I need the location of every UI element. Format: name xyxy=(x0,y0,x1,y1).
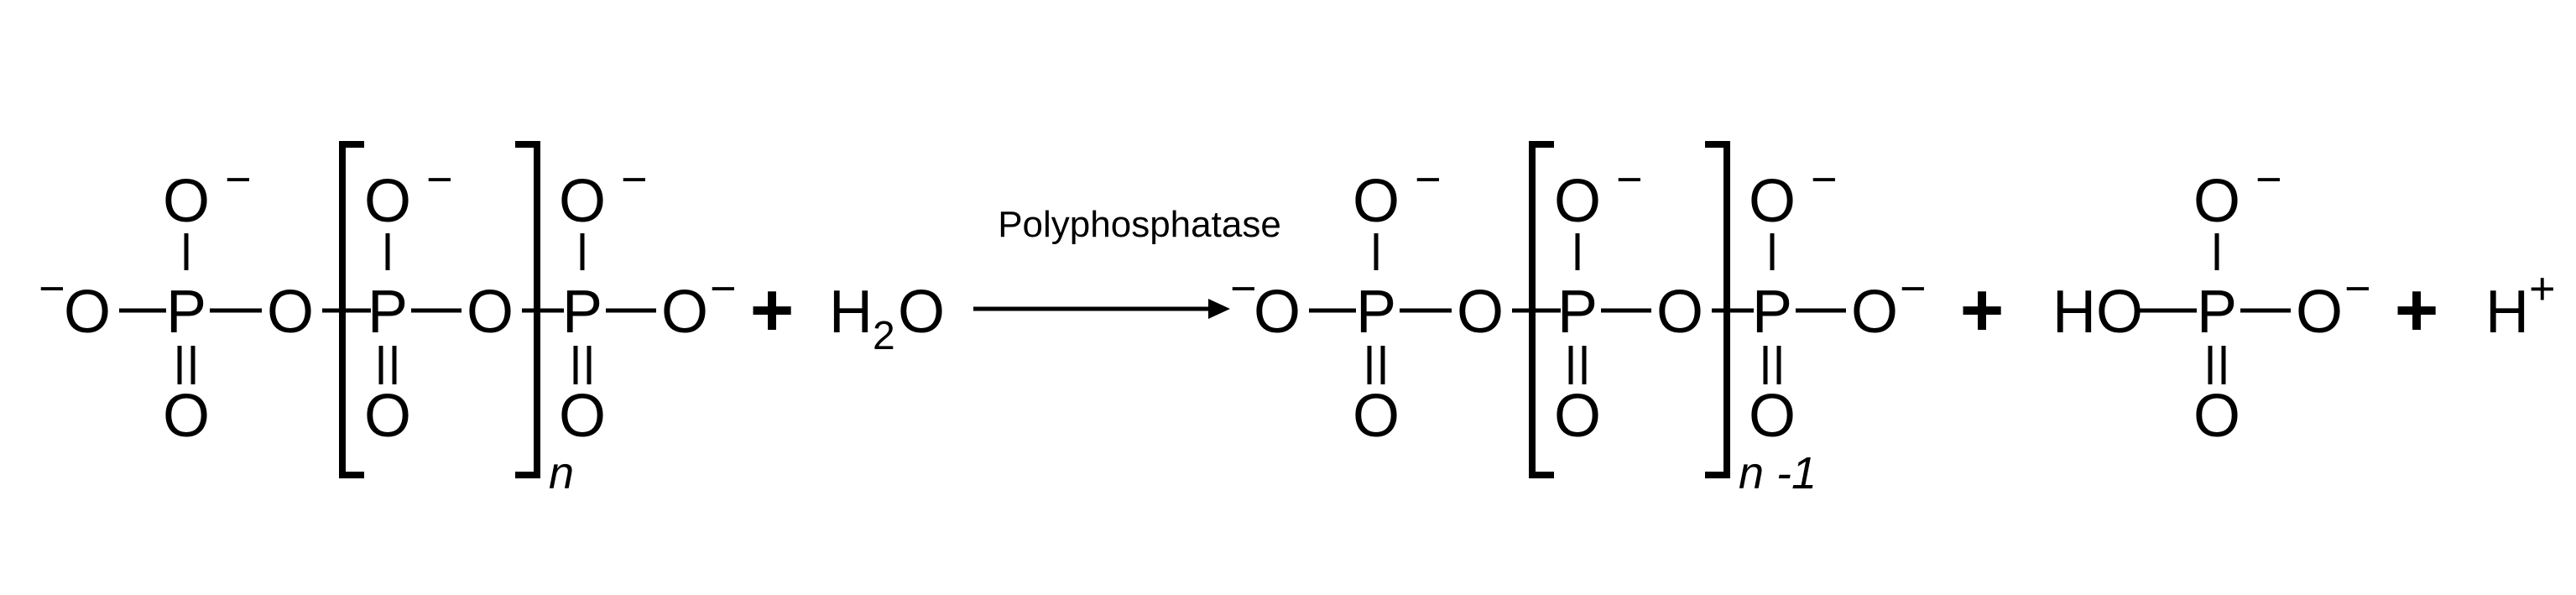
atom-o: O xyxy=(267,279,314,346)
atom-h: H xyxy=(2485,279,2529,346)
plus-sign: + xyxy=(2395,269,2439,352)
atom-o: O xyxy=(1851,279,1898,346)
charge-minus: − xyxy=(426,154,453,205)
atom-o: O xyxy=(661,279,708,346)
repeat-index: n xyxy=(549,448,574,498)
plus-sign: + xyxy=(750,269,795,352)
atom-h: H xyxy=(829,279,873,346)
atom-p: P xyxy=(2197,279,2237,346)
atom-o: O xyxy=(1749,383,1796,450)
atom-o: O xyxy=(898,279,945,346)
atom-o: O xyxy=(2193,383,2240,450)
atom-o: O xyxy=(2193,168,2240,235)
bracket-left xyxy=(1529,141,1554,478)
reactant-polyphosphate: − O P O − O O P O − O O n P O − xyxy=(39,141,737,498)
atom-o: O xyxy=(2296,279,2343,346)
atom-p: P xyxy=(562,279,602,346)
reaction-arrow: Polyphosphatase xyxy=(973,204,1281,319)
charge-minus: − xyxy=(1811,154,1838,205)
enzyme-label: Polyphosphatase xyxy=(998,204,1281,245)
atom-o: O xyxy=(559,168,606,235)
atom-o: O xyxy=(163,383,210,450)
charge-minus: − xyxy=(710,264,737,314)
bracket-left xyxy=(339,141,364,478)
charge-minus: − xyxy=(1230,264,1257,314)
atom-p: P xyxy=(368,279,408,346)
product-polyphosphate: − O P O − O O P O − O O n -1 P O − O xyxy=(1230,141,1927,498)
proton: H + xyxy=(2485,264,2556,346)
atom-o: O xyxy=(364,383,411,450)
plus-sign: + xyxy=(1960,269,2005,352)
charge-minus: − xyxy=(2255,154,2282,205)
atom-o: O xyxy=(1353,168,1400,235)
charge-minus: − xyxy=(225,154,252,205)
bracket-right xyxy=(515,141,540,478)
atom-o: O xyxy=(1749,168,1796,235)
atom-o: O xyxy=(1254,279,1301,346)
charge-minus: − xyxy=(1415,154,1442,205)
subscript-2: 2 xyxy=(873,314,895,358)
atom-o: O xyxy=(64,279,111,346)
repeat-index: n -1 xyxy=(1739,448,1817,498)
atom-o: O xyxy=(559,383,606,450)
atom-o: O xyxy=(1554,383,1601,450)
water-molecule: H 2 O xyxy=(829,279,945,358)
charge-minus: − xyxy=(39,264,65,314)
atom-ho: HO xyxy=(2052,279,2143,346)
atom-o: O xyxy=(364,168,411,235)
arrow-head xyxy=(1208,299,1230,319)
charge-plus: + xyxy=(2529,264,2556,314)
atom-p: P xyxy=(1557,279,1598,346)
product-phosphate: HO P O − O O − xyxy=(2052,154,2371,450)
atom-o: O xyxy=(1554,168,1601,235)
bracket-right xyxy=(1705,141,1730,478)
atom-o: O xyxy=(1457,279,1504,346)
atom-o: O xyxy=(1353,383,1400,450)
atom-o: O xyxy=(163,168,210,235)
charge-minus: − xyxy=(1616,154,1643,205)
atom-p: P xyxy=(166,279,206,346)
charge-minus: − xyxy=(621,154,648,205)
atom-p: P xyxy=(1752,279,1792,346)
charge-minus: − xyxy=(2344,264,2371,314)
atom-p: P xyxy=(1356,279,1396,346)
atom-o: O xyxy=(467,279,514,346)
charge-minus: − xyxy=(1900,264,1927,314)
atom-o: O xyxy=(1656,279,1703,346)
